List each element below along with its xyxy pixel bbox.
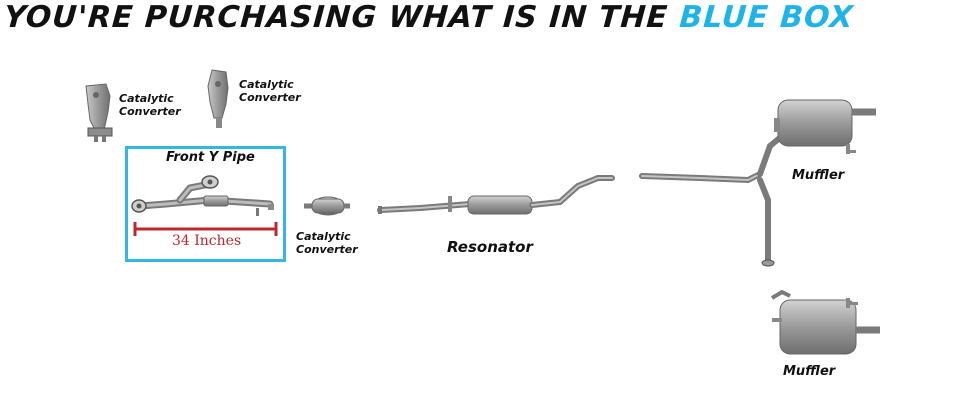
- label-muffler-top: Muffler: [792, 168, 845, 183]
- label-cat-left-line1: Catalytic: [119, 92, 174, 105]
- muffler-bottom: [770, 289, 880, 355]
- manifold-converter-left: [85, 83, 113, 142]
- label-cat-mid-line1: Catalytic: [296, 230, 351, 243]
- muffler-top: [774, 99, 876, 154]
- label-front-y-pipe: Front Y Pipe: [166, 150, 255, 165]
- mid-catalytic-converter: [304, 196, 350, 216]
- label-cat-top-line2: Converter: [239, 91, 301, 104]
- label-cat-mid-line2: Converter: [296, 243, 358, 256]
- rear-y-pipe: [639, 133, 785, 267]
- resonator-pipe: [377, 175, 615, 215]
- label-resonator: Resonator: [447, 238, 533, 256]
- manifold-converter-top: [207, 69, 229, 128]
- label-cat-mid: Catalytic Converter: [296, 230, 358, 256]
- label-cat-left-line2: Converter: [119, 105, 181, 118]
- blue-selection-box: [125, 146, 286, 262]
- label-muffler-bottom: Muffler: [783, 364, 836, 379]
- label-measure: 34 Inches: [172, 233, 242, 249]
- label-cat-left: Catalytic Converter: [119, 92, 181, 118]
- front-y-pipe: [131, 175, 274, 216]
- measurement-line: [133, 222, 278, 236]
- label-cat-top-line1: Catalytic: [239, 78, 294, 91]
- label-cat-top: Catalytic Converter: [239, 78, 301, 104]
